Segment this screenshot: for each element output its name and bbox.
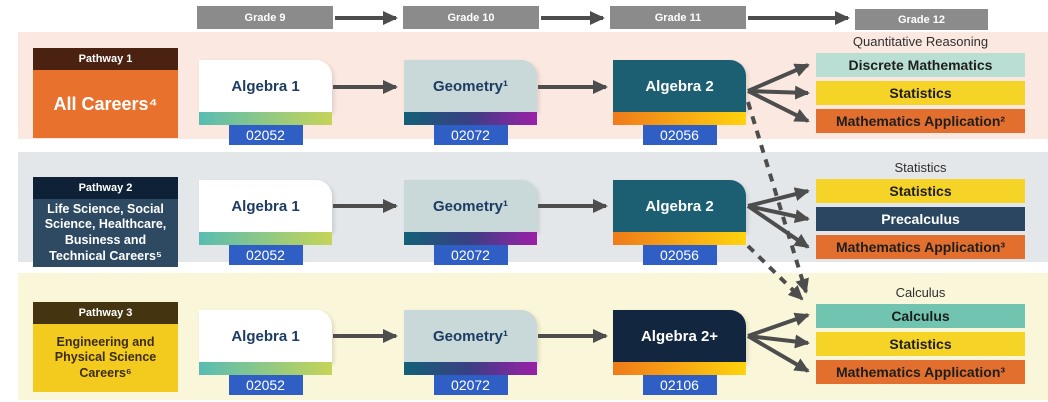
gradient-strip (404, 232, 537, 245)
course-name: Algebra 2+ (613, 310, 746, 362)
pathway-title: Life Science, Social Science, Healthcare… (33, 199, 178, 267)
course-card-geometry: Geometry¹ 02072 (404, 60, 537, 145)
grade-12-header: Grade 12 (855, 9, 988, 30)
grade-11-header: Grade 11 (610, 6, 746, 29)
course-card-algebra-2-plus: Algebra 2+ 02106 (613, 310, 746, 395)
course-option-bar: Mathematics Application² (816, 109, 1025, 133)
course-option-bar: Mathematics Application³ (816, 360, 1025, 384)
course-code-badge: 02072 (433, 375, 508, 395)
course-code-badge: 02072 (433, 245, 508, 265)
course-option-bar: Mathematics Application³ (816, 235, 1025, 259)
course-code-badge: 02106 (642, 375, 717, 395)
pathway-1-box: Pathway 1 All Careers⁴ (33, 48, 178, 138)
grade-12-options: Statistics Statistics Precalculus Mathem… (816, 160, 1025, 263)
gradient-strip (404, 112, 537, 125)
course-card-algebra-2: Algebra 2 02056 (613, 60, 746, 145)
pathway-3-box: Pathway 3 Engineering and Physical Scien… (33, 302, 178, 392)
course-code-badge: 02056 (642, 125, 717, 145)
grade-12-category-label: Statistics (894, 160, 947, 175)
course-code-badge: 02052 (228, 245, 303, 265)
gradient-strip (199, 112, 332, 125)
gradient-strip (613, 232, 746, 245)
grade-12-options: Quantitative Reasoning Discrete Mathemat… (816, 34, 1025, 137)
course-option-bar: Calculus (816, 304, 1025, 328)
pathway-2-row: Pathway 2 Life Science, Social Science, … (18, 152, 1048, 267)
course-name: Geometry¹ (404, 310, 537, 362)
course-name: Geometry¹ (404, 180, 537, 232)
grade-12-category-label: Calculus (895, 285, 946, 300)
course-option-bar: Statistics (816, 332, 1025, 356)
gradient-strip (404, 362, 537, 375)
pathway-label: Pathway 2 (33, 177, 178, 199)
course-name: Geometry¹ (404, 60, 537, 112)
course-code-badge: 02052 (228, 375, 303, 395)
course-name: Algebra 2 (613, 180, 746, 232)
grade-9-header: Grade 9 (197, 6, 333, 29)
grade-12-category-label: Quantitative Reasoning (852, 34, 989, 49)
pathway-title: All Careers⁴ (33, 70, 178, 138)
gradient-strip (613, 362, 746, 375)
course-code-badge: 02052 (228, 125, 303, 145)
course-name: Algebra 1 (199, 310, 332, 362)
course-option-bar: Statistics (816, 179, 1025, 203)
course-name: Algebra 1 (199, 180, 332, 232)
course-name: Algebra 1 (199, 60, 332, 112)
course-option-bar: Precalculus (816, 207, 1025, 231)
course-code-badge: 02056 (642, 245, 717, 265)
course-card-algebra-1: Algebra 1 02052 (199, 310, 332, 395)
course-card-geometry: Geometry¹ 02072 (404, 310, 537, 395)
gradient-strip (199, 362, 332, 375)
course-code-badge: 02072 (433, 125, 508, 145)
gradient-strip (613, 112, 746, 125)
pathway-3-row: Pathway 3 Engineering and Physical Scien… (18, 273, 1048, 400)
course-option-bar: Discrete Mathematics (816, 53, 1025, 77)
pathway-2-box: Pathway 2 Life Science, Social Science, … (33, 177, 178, 267)
course-option-bar: Statistics (816, 81, 1025, 105)
grade-12-options: Calculus Calculus Statistics Mathematics… (816, 285, 1025, 388)
pathway-1-row: Pathway 1 All Careers⁴ Algebra 1 02052 G… (18, 32, 1048, 145)
course-card-algebra-2: Algebra 2 02056 (613, 180, 746, 265)
course-card-geometry: Geometry¹ 02072 (404, 180, 537, 265)
course-card-algebra-1: Algebra 1 02052 (199, 60, 332, 145)
gradient-strip (199, 232, 332, 245)
grade-10-header: Grade 10 (403, 6, 539, 29)
pathway-label: Pathway 3 (33, 302, 178, 324)
pathway-title: Engineering and Physical Science Careers… (33, 324, 178, 392)
pathway-label: Pathway 1 (33, 48, 178, 70)
course-card-algebra-1: Algebra 1 02052 (199, 180, 332, 265)
course-name: Algebra 2 (613, 60, 746, 112)
